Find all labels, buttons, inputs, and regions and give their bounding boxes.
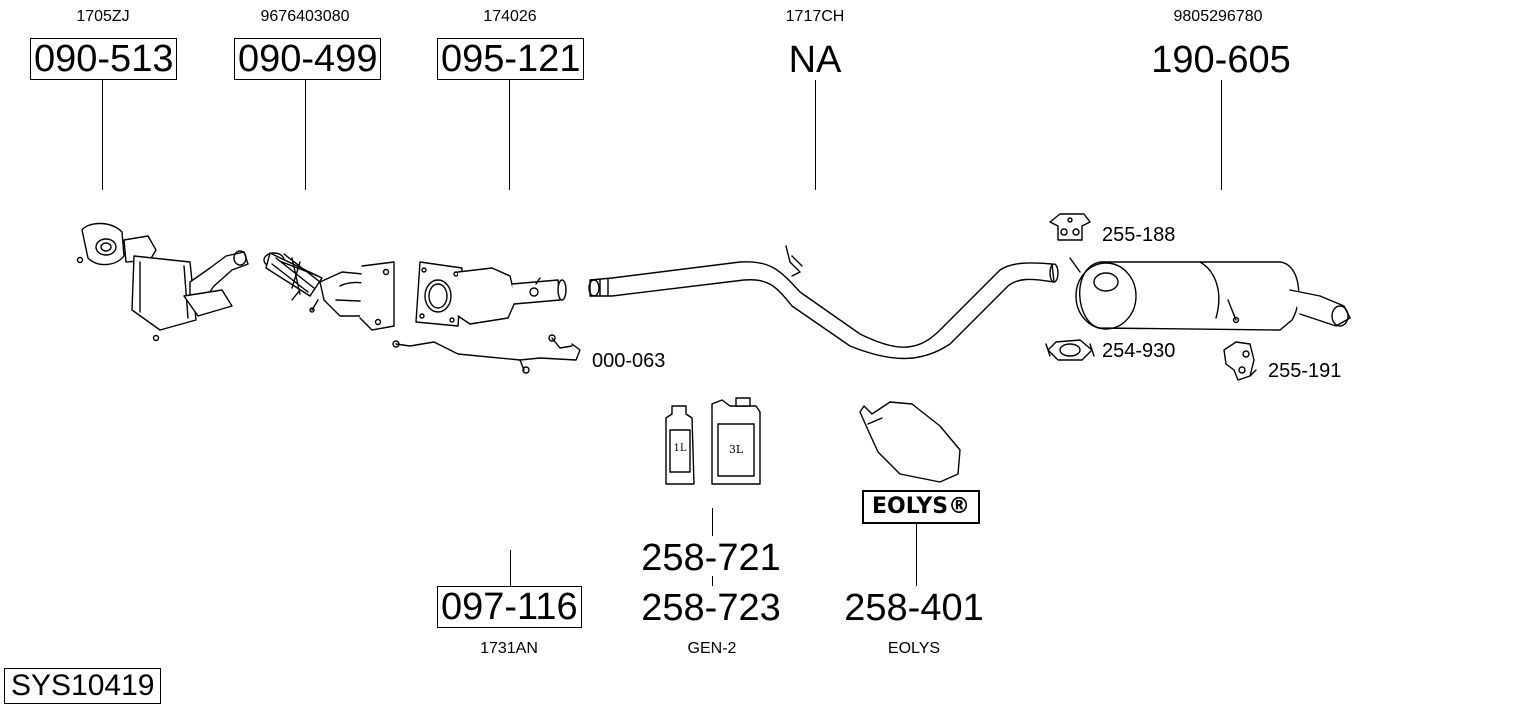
oem-label-095-121: 174026 (483, 8, 537, 25)
part-code-255-191[interactable]: 255-191 (1268, 360, 1342, 382)
rear-silencer-icon[interactable] (1069, 257, 1351, 331)
oem-label-097-116: 1731AN (480, 640, 538, 657)
leader-line-258-723 (712, 576, 713, 586)
canister-3l-label: 3L (728, 443, 744, 456)
additive-canister-3l-icon[interactable] (711, 397, 761, 485)
leader-line-190-605 (1221, 80, 1222, 190)
part-code-090-513[interactable]: 090-513 (30, 38, 178, 80)
oem-label-na: 1717CH (785, 8, 845, 25)
eolys-brand-logo: EOLYS® (862, 490, 981, 524)
leader-line-097-116 (510, 550, 511, 586)
additive-bag-icon[interactable] (859, 401, 961, 483)
flexible-pipe-catalyst-icon[interactable] (263, 252, 395, 331)
oem-label-090-513: 1705ZJ (76, 8, 130, 25)
leader-line-090-499 (305, 80, 306, 190)
part-code-258-401[interactable]: 258-401 (844, 587, 984, 629)
oem-label-gen-2: GEN-2 (687, 640, 737, 657)
leader-line-090-513 (102, 80, 103, 190)
leader-line-258-401 (916, 522, 917, 586)
manifold-converter-icon[interactable] (76, 222, 249, 342)
rubber-hanger-icon[interactable] (1049, 213, 1091, 241)
leader-line-258-721 (712, 508, 713, 536)
additive-canister-1l-icon[interactable] (665, 405, 695, 485)
part-code-258-721[interactable]: 258-721 (641, 537, 781, 579)
system-id: SYS10419 (4, 668, 162, 704)
oem-label-190-605: 9805296780 (1173, 8, 1263, 25)
part-code-na[interactable]: NA (788, 39, 842, 81)
part-code-258-723[interactable]: 258-723 (641, 587, 781, 629)
part-code-000-063[interactable]: 000-063 (592, 350, 666, 372)
leader-line-na (815, 80, 816, 190)
oem-label-eolys: EOLYS (887, 640, 941, 657)
part-code-097-116[interactable]: 097-116 (437, 586, 582, 628)
particulate-filter-icon[interactable] (415, 261, 567, 327)
center-pipe-icon[interactable] (588, 245, 1059, 360)
part-code-095-121[interactable]: 095-121 (437, 38, 585, 80)
part-code-190-605[interactable]: 190-605 (1151, 39, 1291, 81)
leader-line-095-121 (509, 80, 510, 190)
part-code-255-188[interactable]: 255-188 (1102, 224, 1176, 246)
part-code-254-930[interactable]: 254-930 (1102, 340, 1176, 362)
part-code-090-499[interactable]: 090-499 (234, 38, 382, 80)
exhaust-mounting-icon[interactable] (1223, 341, 1257, 381)
pipe-clamp-icon[interactable] (1045, 339, 1095, 361)
oem-label-090-499: 9676403080 (260, 8, 350, 25)
canister-1l-label: 1L (673, 443, 687, 454)
pressure-sensor-line-icon[interactable] (392, 334, 581, 374)
